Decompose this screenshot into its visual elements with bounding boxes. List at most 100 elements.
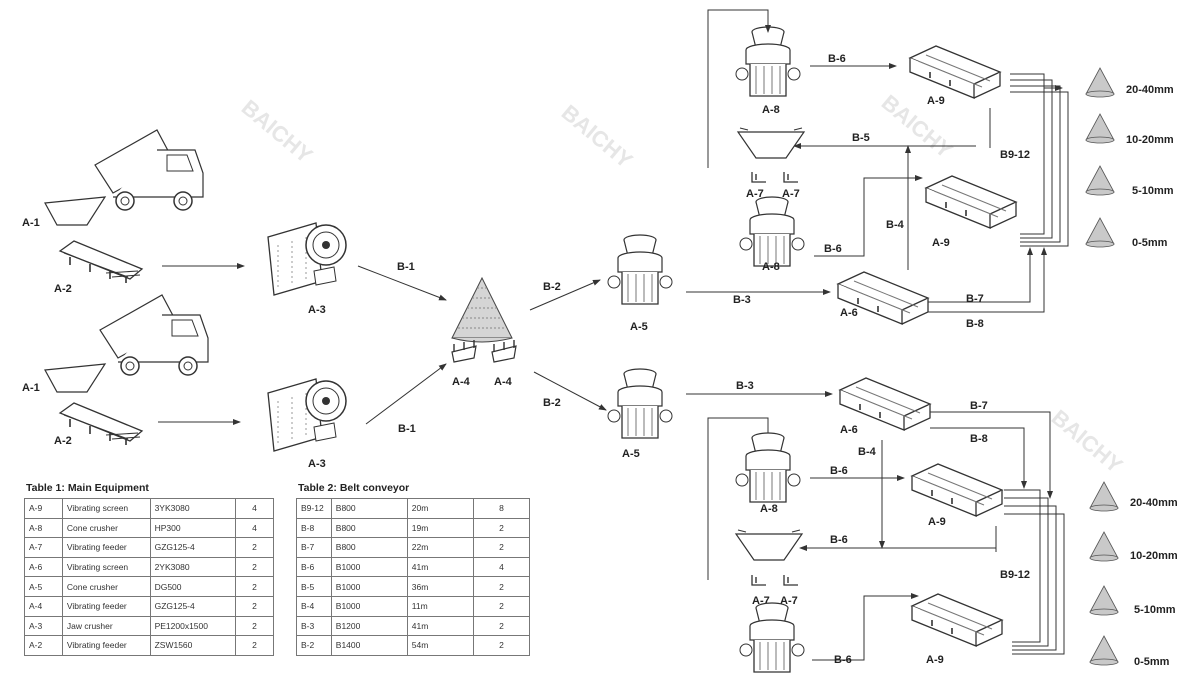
watermark: BAICHY [237,95,318,169]
label-a2: A-2 [54,435,72,447]
product-pile-icon [1089,481,1119,512]
label-a8: A-8 [760,503,778,515]
label-a1: A-1 [22,217,40,229]
table-cell: 2 [235,595,274,617]
label-a8: A-8 [762,104,780,116]
table-cell: 2 [235,635,274,656]
table-cell: GZG125-4 [149,537,237,558]
label-a7: A-7 [780,595,798,607]
label-a9: A-9 [927,95,945,107]
cone-crusher-icon [607,368,673,439]
label-b7: B-7 [970,400,988,412]
label-a5: A-5 [622,448,640,460]
label-b6: B-6 [830,465,848,477]
table-cell: 41m [406,556,474,578]
cone-crusher-icon [735,26,801,97]
label-b6: B-6 [830,534,848,546]
product-pile-icon [1089,531,1119,562]
table-cell: 20m [406,498,474,519]
table-cell: DG500 [149,576,237,597]
table-cell: B1000 [330,576,408,597]
label-b7: B-7 [966,293,984,305]
hopper-icon [44,363,106,393]
vibrating-screen-icon [839,377,931,431]
vibrating-screen-icon [925,175,1017,229]
label-b2: B-2 [543,281,561,293]
stockpile-icon [451,277,513,343]
label-b1: B-1 [397,261,415,273]
table-cell: 2 [472,576,531,597]
product-size: 20-40mm [1126,84,1174,96]
table-cell: 22m [406,537,474,558]
table-cell: ZSW1560 [149,635,237,656]
product-size: 10-20mm [1130,550,1178,562]
label-a4: A-4 [452,376,471,388]
table-cell: Vibrating screen [61,498,151,519]
table-cell: GZG125-4 [149,595,237,617]
vibrating-screen-icon [909,45,1001,99]
table-cell: A-3 [24,615,63,637]
table-cell: B-8 [296,517,332,539]
label-a1: A-1 [22,382,40,394]
jaw-crusher-icon [267,222,347,296]
label-a9: A-9 [926,654,944,666]
feed-bin-icon [735,529,803,561]
cone-crusher-icon [607,234,673,305]
label-b8: B-8 [970,433,988,445]
table-cell: 2 [472,615,531,637]
label-a9: A-9 [928,516,946,528]
label-a3: A-3 [308,304,326,316]
label-b4: B-4 [886,219,905,231]
label-a5: A-5 [630,321,648,333]
table-cell: B800 [330,517,408,539]
table-cell: 11m [406,595,474,617]
table-cell: B1000 [330,556,408,578]
table-cell: 4 [235,517,274,539]
table-cell: B9-12 [296,498,332,519]
table-cell: 2 [472,537,531,558]
label-a7: A-7 [746,188,764,200]
label-b3: B-3 [736,380,754,392]
table-cell: B1000 [330,595,408,617]
table-cell: B-7 [296,537,332,558]
table-cell: Jaw crusher [61,615,151,637]
table-cell: 2YK3080 [149,556,237,578]
table-cell: B1400 [330,635,408,656]
label-a6: A-6 [840,307,858,319]
product-size: 5-10mm [1134,604,1176,616]
table-cell: B1200 [330,615,408,637]
watermark: BAICHY [1047,405,1128,479]
table-cell: A-4 [24,595,63,617]
table-cell: Vibrating screen [61,556,151,578]
label-a8: A-8 [762,261,780,273]
label-a6: A-6 [840,424,858,436]
product-size: 0-5mm [1132,237,1168,249]
table-cell: Cone crusher [61,517,151,539]
label-b912: B9-12 [1000,569,1030,581]
table-cell: 2 [235,576,274,597]
label-a2: A-2 [54,283,72,295]
table-cell: 2 [472,595,531,617]
label-b2: B-2 [543,397,561,409]
table-cell: 2 [235,556,274,578]
label-b6: B-6 [828,53,846,65]
table-cell: B800 [330,537,408,558]
table-cell: B-3 [296,615,332,637]
vibrating-feeder-icon [59,240,143,284]
label-b3: B-3 [733,294,751,306]
label-b8: B-8 [966,318,984,330]
table-cell: 4 [235,498,274,519]
label-a4: A-4 [494,376,513,388]
dump-truck-icon [99,294,209,376]
table-cell: 19m [406,517,474,539]
